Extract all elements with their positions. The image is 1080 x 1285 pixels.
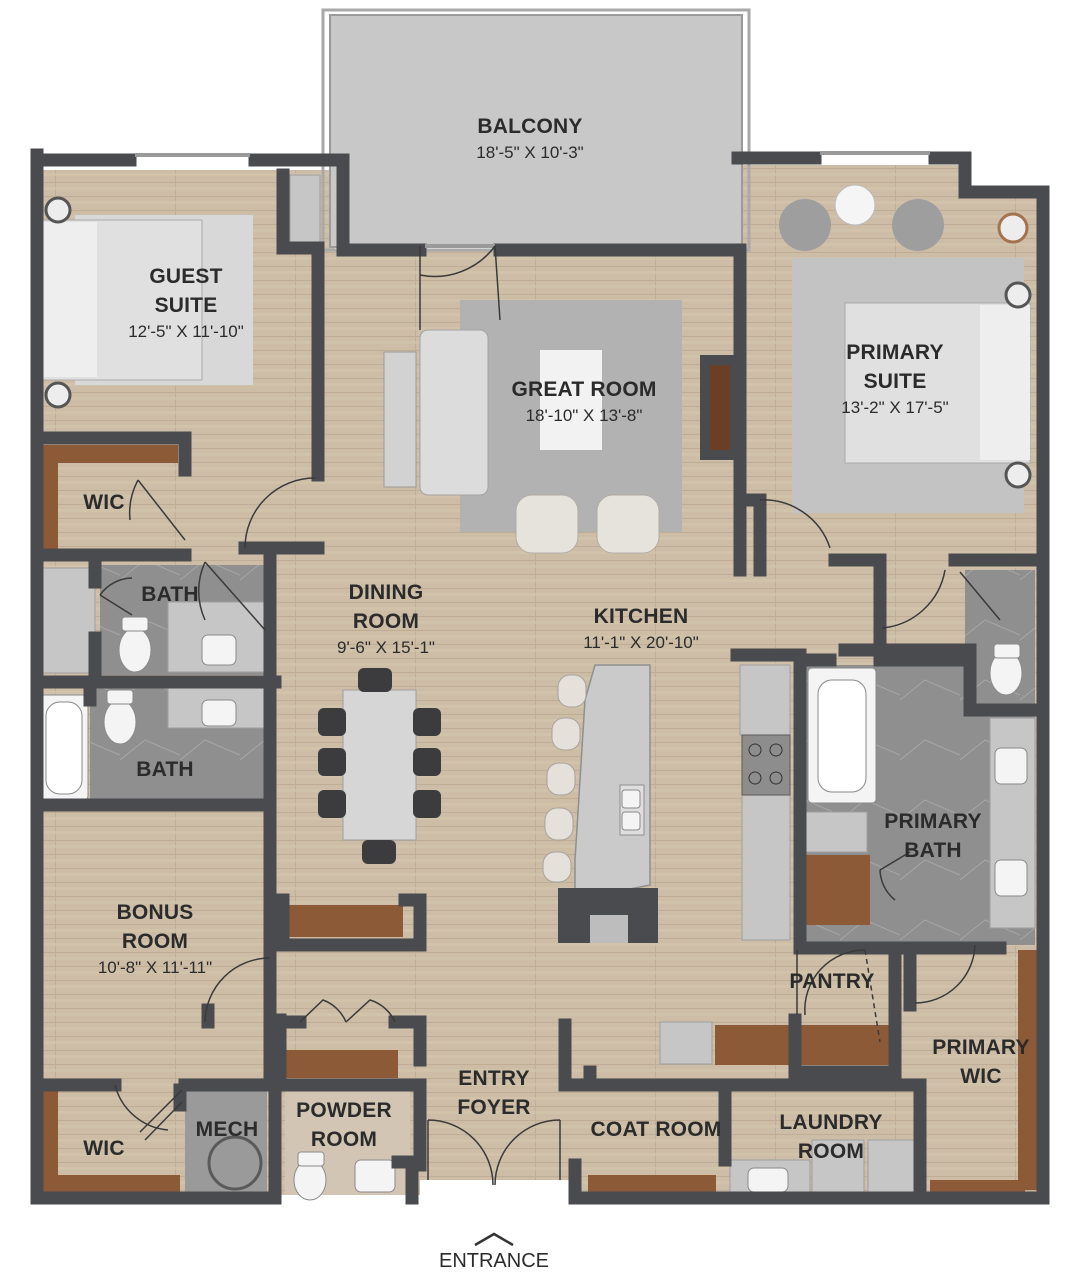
room-dimensions: 13'-2" X 17'-5" <box>841 398 949 417</box>
plumbing-fixtures <box>39 616 1028 1201</box>
laundry-room-label: LAUNDRY ROOM <box>779 1108 882 1166</box>
room-name: PANTRY <box>789 970 875 993</box>
room-dimensions: 11'-1" X 20'-10" <box>583 633 699 652</box>
room-dimensions: 10'-8" X 11'-11" <box>97 958 213 977</box>
coat-room-label: COAT ROOM <box>591 1115 722 1144</box>
room-name: BATH <box>141 583 199 606</box>
room-dimensions: 12'-5" X 11'-10" <box>128 322 244 341</box>
wic-guest-label: WIC <box>83 488 124 517</box>
room-name: FOYER <box>457 1096 531 1119</box>
pantry-label: PANTRY <box>789 967 874 996</box>
water-heater <box>207 1135 263 1191</box>
kitchen-label: KITCHEN 11'-1" X 20'-10" <box>583 602 699 654</box>
room-name: DINING <box>348 581 424 604</box>
mech-label: MECH <box>196 1115 259 1144</box>
guest-suite-label: GUEST SUITE 12'-5" X 11'-10" <box>128 262 244 343</box>
room-name: ROOM <box>352 610 420 633</box>
balcony-floor <box>329 14 743 248</box>
great-room-label: GREAT ROOM 18'-10" X 13'-8" <box>511 375 656 427</box>
room-name: PRIMARY <box>846 341 944 364</box>
dining-room-label: DINING ROOM 9'-6" X 15'-1" <box>337 578 435 659</box>
entry-foyer-label: ENTRY FOYER <box>457 1064 530 1122</box>
bonus-room-label: BONUS ROOM 10'-8" X 11'-11" <box>98 898 212 979</box>
stove <box>741 734 791 796</box>
guest-suite-furniture <box>41 196 203 409</box>
room-name: BATH <box>136 758 194 781</box>
room-dimensions: 9'-6" X 15'-1" <box>337 638 435 657</box>
room-name: BONUS <box>116 901 194 924</box>
great-room-furniture <box>383 329 740 554</box>
room-name: SUITE <box>154 294 218 317</box>
room-name: ROOM <box>310 1128 378 1151</box>
room-name: KITCHEN <box>593 605 689 628</box>
door-swings <box>99 245 1001 1186</box>
wic-lower-label: WIC <box>83 1134 124 1163</box>
room-name: GUEST <box>149 265 223 288</box>
bath-upper-label: BATH <box>141 580 199 609</box>
room-name: BALCONY <box>477 115 583 138</box>
windows <box>135 151 930 248</box>
room-name: COAT ROOM <box>590 1118 722 1141</box>
room-name: ENTRY <box>458 1067 530 1090</box>
room-name: SUITE <box>863 370 927 393</box>
room-name: MECH <box>195 1118 259 1141</box>
primary-wic-label: PRIMARY WIC <box>932 1033 1029 1091</box>
room-name: WIC <box>83 491 125 514</box>
room-name: ROOM <box>797 1140 865 1163</box>
room-name: LAUNDRY <box>779 1111 883 1134</box>
room-name: BATH <box>904 839 962 862</box>
primary-suite-label: PRIMARY SUITE 13'-2" X 17'-5" <box>841 338 948 419</box>
dining-table <box>318 668 441 864</box>
room-name: GREAT ROOM <box>511 378 657 401</box>
counters <box>39 174 1036 1196</box>
room-name: WIC <box>83 1137 125 1160</box>
room-name: WIC <box>960 1065 1002 1088</box>
room-dimensions: 18'-5" X 10'-3" <box>476 143 584 162</box>
entrance-marker: ENTRANCE <box>439 1230 549 1273</box>
room-name: PRIMARY <box>884 810 982 833</box>
balcony-label: BALCONY 18'-5" X 10'-3" <box>476 112 583 164</box>
room-dimensions: 18'-10" X 13'-8" <box>525 406 643 425</box>
bath-lower-label: BATH <box>136 755 194 784</box>
wood-cabinets <box>38 445 1038 1195</box>
room-name: ROOM <box>121 930 189 953</box>
powder-room-label: POWDER ROOM <box>296 1096 392 1154</box>
entrance-label: ENTRANCE <box>438 1250 550 1272</box>
chevron-up-icon <box>474 1232 514 1247</box>
primary-bath-label: PRIMARY BATH <box>884 807 981 865</box>
room-name: PRIMARY <box>932 1036 1030 1059</box>
room-name: POWDER <box>296 1099 392 1122</box>
primary-suite-furniture <box>779 184 1032 489</box>
